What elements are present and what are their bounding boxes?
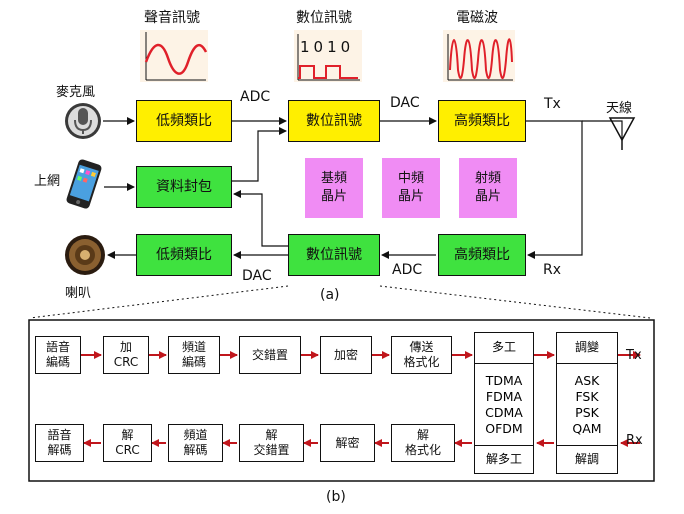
modulation-block: 調變 ASK FSK PSK QAM 解調: [556, 332, 618, 474]
rx-digital-signal-block: 數位訊號: [288, 234, 380, 276]
antenna-label: 天線: [606, 101, 633, 116]
em-wave-title: 電磁波: [456, 10, 498, 26]
panel-b-rx-label: Rx: [626, 433, 643, 448]
channel-decoding-block: 頻道 解碼: [168, 424, 223, 462]
tx-highfreq-analog-block: 高頻類比: [438, 100, 526, 142]
mux-schemes: TDMA FDMA CDMA OFDM: [485, 372, 523, 437]
interleaving-block: 交錯置: [239, 336, 301, 374]
rx-lowfreq-analog-block: 低頻類比: [136, 234, 232, 276]
mic-label: 麥克風: [56, 85, 96, 100]
speaker-icon: [65, 235, 105, 275]
decryption-block: 解密: [320, 424, 375, 462]
baseband-chip: 基頻 晶片: [305, 158, 363, 218]
panel-b-frame: [28, 319, 655, 482]
network-label: 上網: [34, 174, 61, 189]
add-crc-block: 加 CRC: [103, 336, 149, 374]
remove-crc-block: 解 CRC: [103, 424, 152, 462]
speech-coding-block: 語音 編碼: [35, 336, 81, 374]
panel-a-caption: (a): [320, 287, 340, 303]
dac-rx-label: DAC: [242, 268, 272, 284]
digital-signal-plot: [294, 30, 362, 82]
panel-b-caption: (b): [326, 489, 346, 505]
demod-label: 解調: [557, 445, 617, 474]
tx-lowfreq-analog-block: 低頻類比: [136, 100, 232, 142]
rx-highfreq-analog-block: 高頻類比: [438, 234, 526, 276]
digital-bits-label: 1010: [300, 38, 355, 56]
tx-digital-signal-block: 數位訊號: [288, 100, 380, 142]
rf-chip: 射頻 晶片: [459, 158, 517, 218]
rx-label: Rx: [543, 262, 562, 278]
demux-label: 解多工: [475, 445, 533, 474]
tx-formatting-block: 傳送 格式化: [391, 336, 452, 374]
encryption-block: 加密: [320, 336, 372, 374]
antenna-icon: [608, 117, 636, 150]
em-wave-plot: [443, 30, 515, 82]
voice-signal-plot: [140, 30, 208, 82]
if-chip: 中頻 晶片: [382, 158, 440, 218]
tx-label: Tx: [544, 96, 561, 112]
data-packet-block: 資料封包: [136, 166, 232, 208]
channel-coding-block: 頻道 編碼: [168, 336, 220, 374]
rx-deformatting-block: 解 格式化: [391, 424, 455, 462]
deinterleaving-block: 解 交錯置: [239, 424, 304, 462]
digital-signal-title: 數位訊號: [296, 10, 352, 26]
adc-rx-label: ADC: [392, 262, 423, 278]
smartphone-icon: [66, 159, 102, 209]
adc-tx-label: ADC: [240, 89, 271, 105]
microphone-icon: [65, 103, 101, 139]
mux-label: 多工: [475, 333, 533, 364]
mod-label: 調變: [557, 333, 617, 364]
speech-decoding-block: 語音 解碼: [35, 424, 84, 462]
voice-signal-title: 聲音訊號: [144, 10, 200, 26]
panel-b-tx-label: Tx: [626, 348, 642, 363]
mod-schemes: ASK FSK PSK QAM: [572, 372, 602, 437]
multiplex-block: 多工 TDMA FDMA CDMA OFDM 解多工: [474, 332, 534, 474]
dac-tx-label: DAC: [390, 95, 420, 111]
speaker-label: 喇叭: [65, 286, 92, 301]
